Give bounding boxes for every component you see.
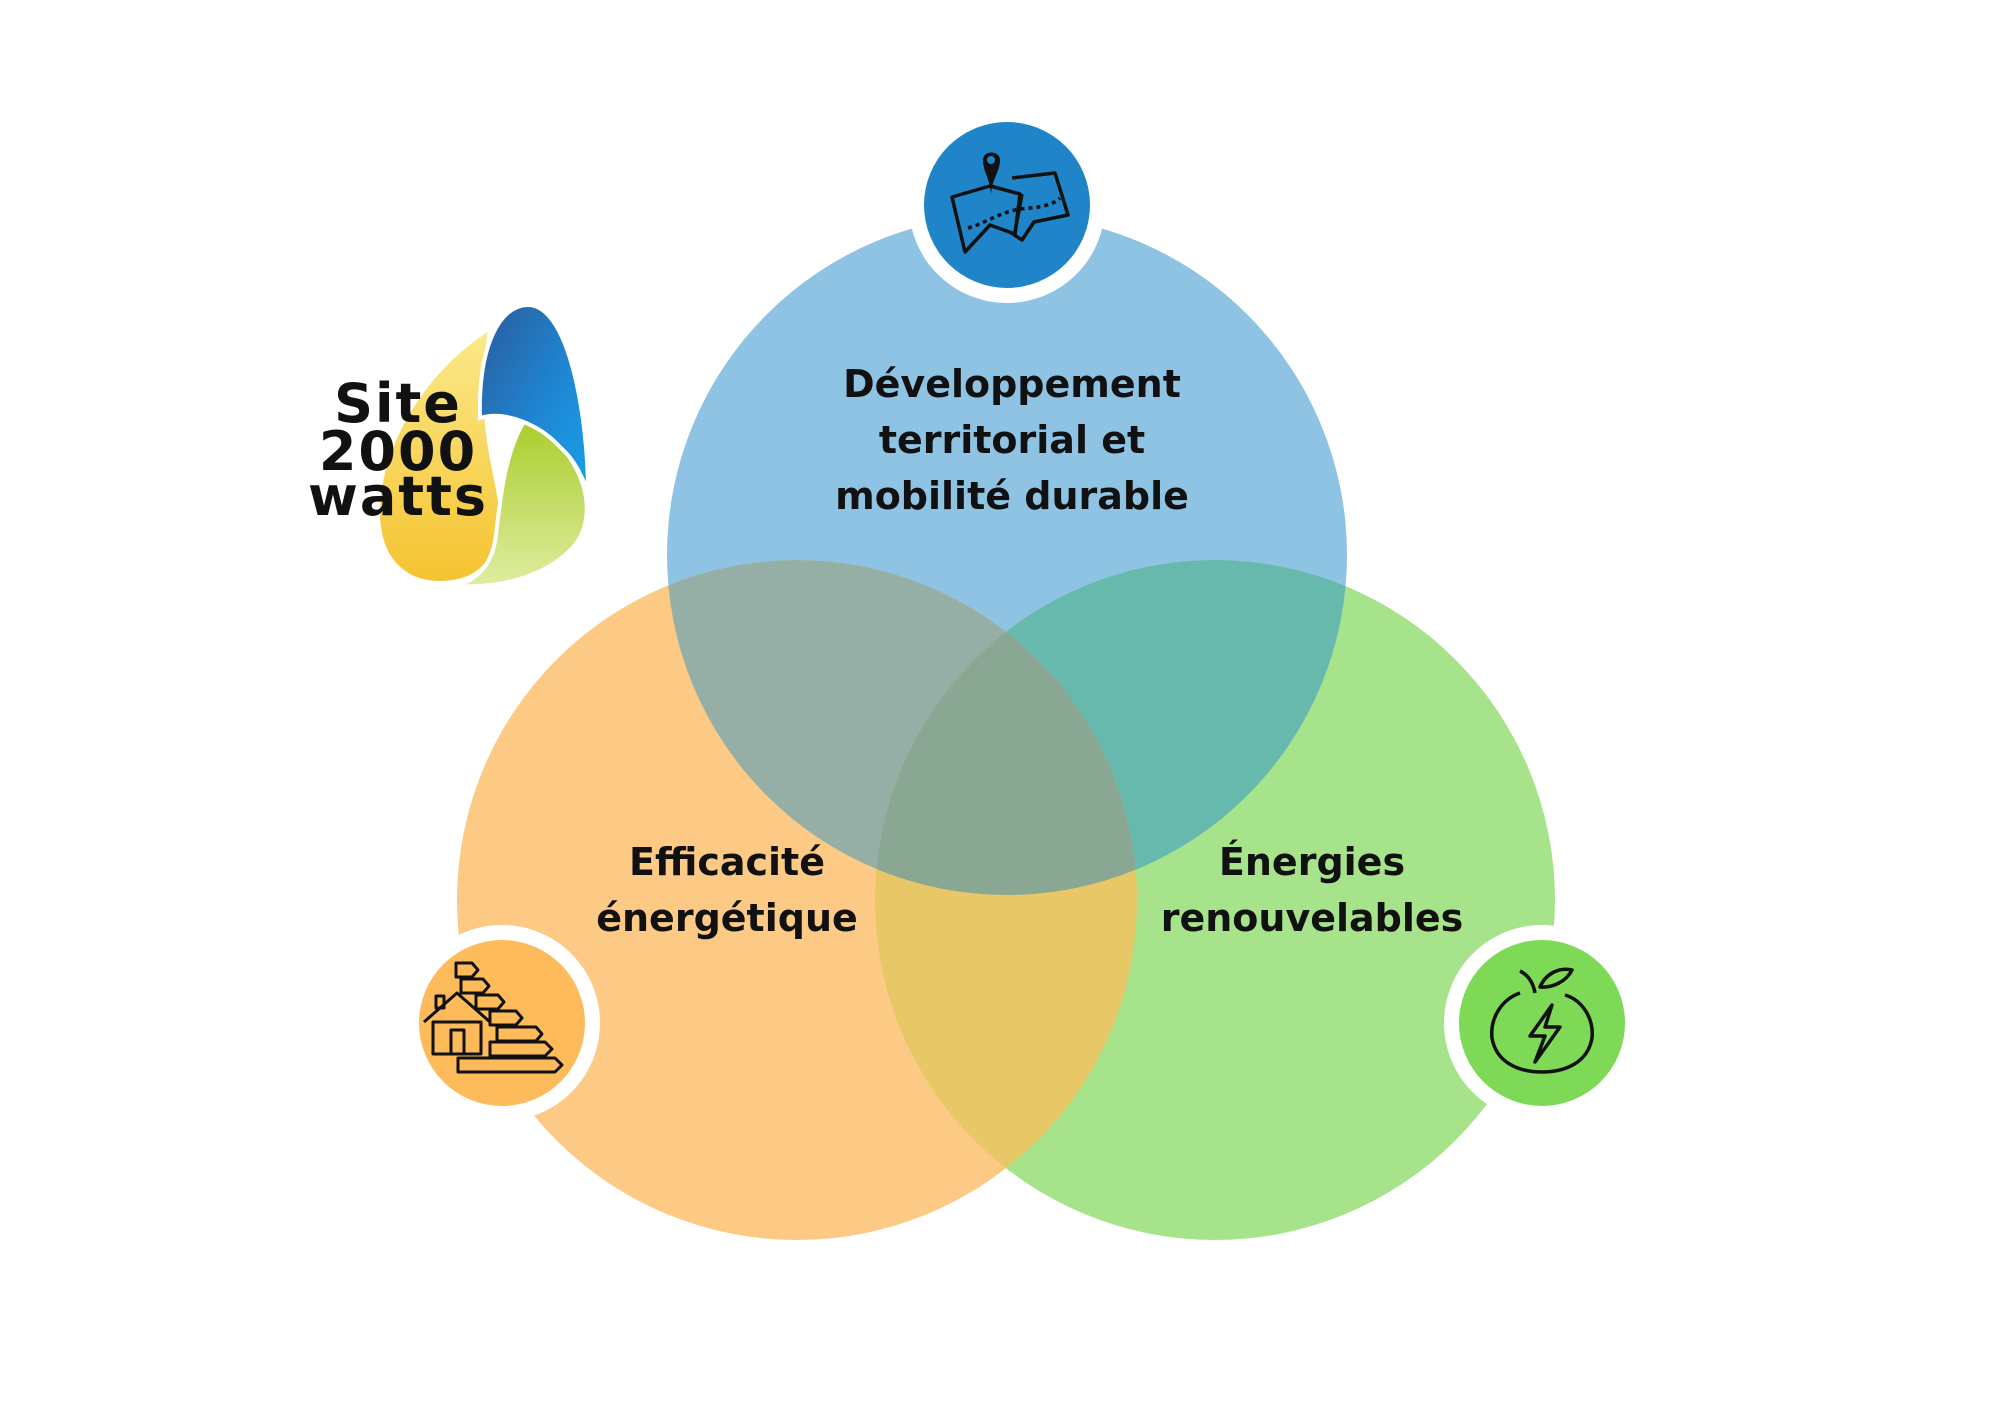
- label-efficiency: Efficacité énergétique: [596, 840, 858, 940]
- apple-lightning-icon: [1444, 925, 1640, 1121]
- label-renewables: Énergies renouvelables: [1161, 840, 1464, 940]
- label-mobility-line-1: Développement: [843, 362, 1181, 406]
- label-mobility-line-2: territorial et: [879, 418, 1145, 462]
- label-efficiency-line-1: Efficacité: [629, 840, 825, 884]
- logo-line-1: Site: [334, 372, 462, 435]
- logo-blue-petal: [477, 302, 590, 493]
- label-mobility-line-3: mobilité durable: [835, 474, 1189, 518]
- logo-line-3: watts: [308, 465, 488, 528]
- label-renewables-line-2: renouvelables: [1161, 896, 1464, 940]
- logo-green-petal: [449, 414, 589, 589]
- logo-line-2: 2000: [319, 420, 477, 483]
- label-mobility: Développement territorial et mobilité du…: [835, 362, 1189, 518]
- house-energy-rating-icon: [404, 925, 600, 1121]
- site-2000-watts-logo: Site 2000 watts: [308, 302, 590, 589]
- map-pin-icon: [909, 107, 1105, 303]
- label-efficiency-line-2: énergétique: [596, 896, 858, 940]
- overlap-center: [875, 560, 1137, 895]
- logo-yellow-petal: [375, 324, 503, 586]
- label-renewables-line-1: Énergies: [1219, 840, 1405, 884]
